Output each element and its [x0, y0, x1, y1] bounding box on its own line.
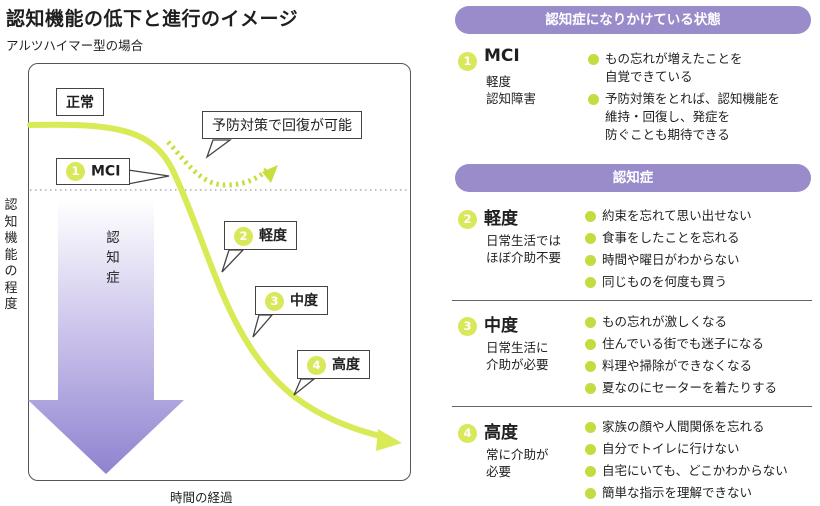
stage-desc-mci: 軽度 認知障害 [486, 74, 537, 106]
stage-number-badge: 2 [458, 210, 477, 229]
callout-label: 中度 [290, 293, 318, 309]
stage-number-badge: 3 [458, 317, 477, 336]
callout-label: MCI [91, 163, 121, 180]
section-header-pre-dementia: 認知症になりかけている状態 [455, 6, 811, 34]
bullet-item: 自分でトイレに行けない [585, 440, 788, 458]
decline-arrowhead [376, 429, 402, 451]
bullet-item: もの忘れが激しくなる [585, 313, 777, 331]
bullet-item: 簡単な指示を理解できない [585, 484, 788, 502]
section-header-dementia: 認知症 [455, 164, 811, 192]
recovery-arrowhead [262, 165, 278, 183]
mild-pointer [221, 249, 245, 273]
stage-desc-severe: 常に介助が 必要 [486, 447, 549, 479]
bullet-item: 約束を忘れて思い出せない [585, 207, 752, 225]
bullet-item: 時間や曜日がわからない [585, 251, 752, 269]
x-axis-label: 時間の経過 [170, 490, 233, 505]
bullet-item: 家族の顔や人間関係を忘れる [585, 418, 788, 436]
stage-desc-mild: 日常生活では ほぼ介助不要 [486, 233, 562, 265]
number-badge: 2 [234, 226, 253, 246]
bullet-item: 食事をしたことを忘れる [585, 229, 752, 247]
page-subtitle: アルツハイマー型の場合 [6, 38, 144, 53]
stage-name-mild: 軽度 [484, 209, 518, 229]
decline-curve [27, 121, 391, 441]
normal-label: 正常 [56, 88, 104, 116]
recovery-dotted-curve [166, 140, 270, 188]
stage-number-badge: 1 [458, 52, 477, 71]
moderate-pointer [252, 314, 274, 338]
stage-name-severe: 高度 [484, 423, 518, 443]
bullets-mci: もの忘れが増えたことを 自覚できている 予防対策をとれば、認知機能を 維持・回復… [588, 50, 780, 144]
callout-label: 軽度 [259, 228, 287, 244]
prevention-pointer [205, 139, 232, 159]
bullets-moderate: もの忘れが激しくなる 住んでいる街でも迷子になる 料理や掃除ができなくなる 夏な… [585, 313, 777, 397]
bullets-severe: 家族の顔や人間関係を忘れる 自分でトイレに行けない 自宅にいても、どこかわからな… [585, 418, 788, 502]
dementia-arrow-label: 認知症 [106, 230, 120, 286]
stage-number-badge: 4 [458, 424, 477, 443]
callout-mci: 1 MCI [56, 158, 131, 185]
bullet-item: 住んでいる街でも迷子になる [585, 335, 777, 353]
severe-pointer [293, 378, 316, 396]
bullet-item: 同じものを何度も買う [585, 273, 752, 291]
number-badge: 1 [66, 162, 85, 181]
mci-pointer [127, 169, 170, 185]
dementia-arrow [28, 200, 184, 474]
y-axis-label: 認知機能の程度 [4, 198, 18, 312]
number-badge: 3 [265, 291, 284, 311]
divider [452, 406, 812, 407]
divider [452, 300, 812, 301]
callout-label: 高度 [332, 357, 360, 373]
stage-desc-moderate: 日常生活に 介助が必要 [486, 340, 549, 372]
stage-name-mci: MCI [484, 46, 520, 66]
callout-moderate: 3 中度 [255, 286, 328, 315]
bullet-item: 夏なのにセーターを着たりする [585, 379, 777, 397]
bullet-item: 予防対策をとれば、認知機能を 維持・回復し、発症を 防ぐことも期待できる [588, 90, 780, 144]
bullets-mild: 約束を忘れて思い出せない 食事をしたことを忘れる 時間や曜日がわからない 同じも… [585, 207, 752, 291]
callout-severe: 4 高度 [297, 350, 370, 379]
page-title: 認知機能の低下と進行のイメージ [6, 8, 299, 30]
bullet-item: 自宅にいても、どこかわからない [585, 462, 788, 480]
bullet-item: もの忘れが増えたことを 自覚できている [588, 50, 780, 86]
bullet-item: 料理や掃除ができなくなる [585, 357, 777, 375]
callout-mild: 2 軽度 [224, 221, 297, 250]
prevention-label: 予防対策で回復が可能 [202, 111, 362, 139]
number-badge: 4 [307, 355, 326, 375]
stage-name-moderate: 中度 [484, 316, 518, 336]
